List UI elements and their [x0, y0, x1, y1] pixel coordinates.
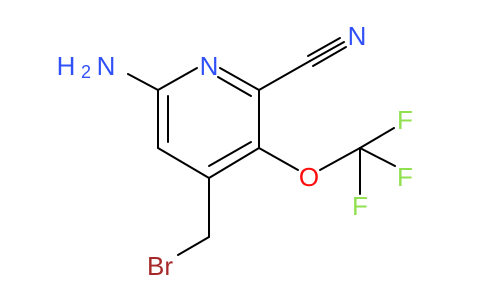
- nitrile-nitrogen-label: N: [348, 21, 367, 51]
- nitrile-triple-bond-2: [309, 41, 345, 62]
- bond-c4-c3: [208, 147, 260, 179]
- bond-c2-ring-n-inner: [217, 76, 252, 97]
- bond-cf3-fluorine-top: [359, 127, 395, 149]
- bromine-label: Br: [147, 251, 173, 281]
- ring-nitrogen-label: N: [200, 51, 219, 81]
- bond-cf3-fluorine-middle: [359, 147, 396, 167]
- bond-c3-oxygen: [258, 147, 299, 171]
- fluorine-bottom-label: F: [352, 191, 368, 221]
- bond-oxygen-cf3: [319, 147, 361, 171]
- fluorine-middle-label: F: [397, 162, 413, 192]
- bond-group: [127, 37, 396, 256]
- bond-c2-ring-n: [219, 67, 260, 91]
- nitrile-triple-bond-3: [312, 46, 347, 67]
- amino-nitrogen-label: N: [97, 51, 116, 81]
- bond-ch2-bromine: [177, 236, 210, 256]
- fluorine-top-label: F: [397, 105, 413, 135]
- bond-ring-n-c6: [157, 67, 198, 91]
- bond-c6-amino-n: [127, 73, 159, 91]
- amino-subscript-label: 2: [81, 62, 91, 82]
- atom-labels: H 2 N N N O F F F Br: [57, 21, 413, 281]
- bond-c5-c4: [157, 147, 210, 179]
- nitrile-triple-bond-1: [307, 37, 341, 57]
- bond-c2-nitrile-c: [258, 60, 311, 91]
- amino-hydrogen-label: H: [57, 51, 76, 81]
- oxygen-label: O: [299, 162, 319, 192]
- bond-c4-c3-inner: [208, 141, 252, 167]
